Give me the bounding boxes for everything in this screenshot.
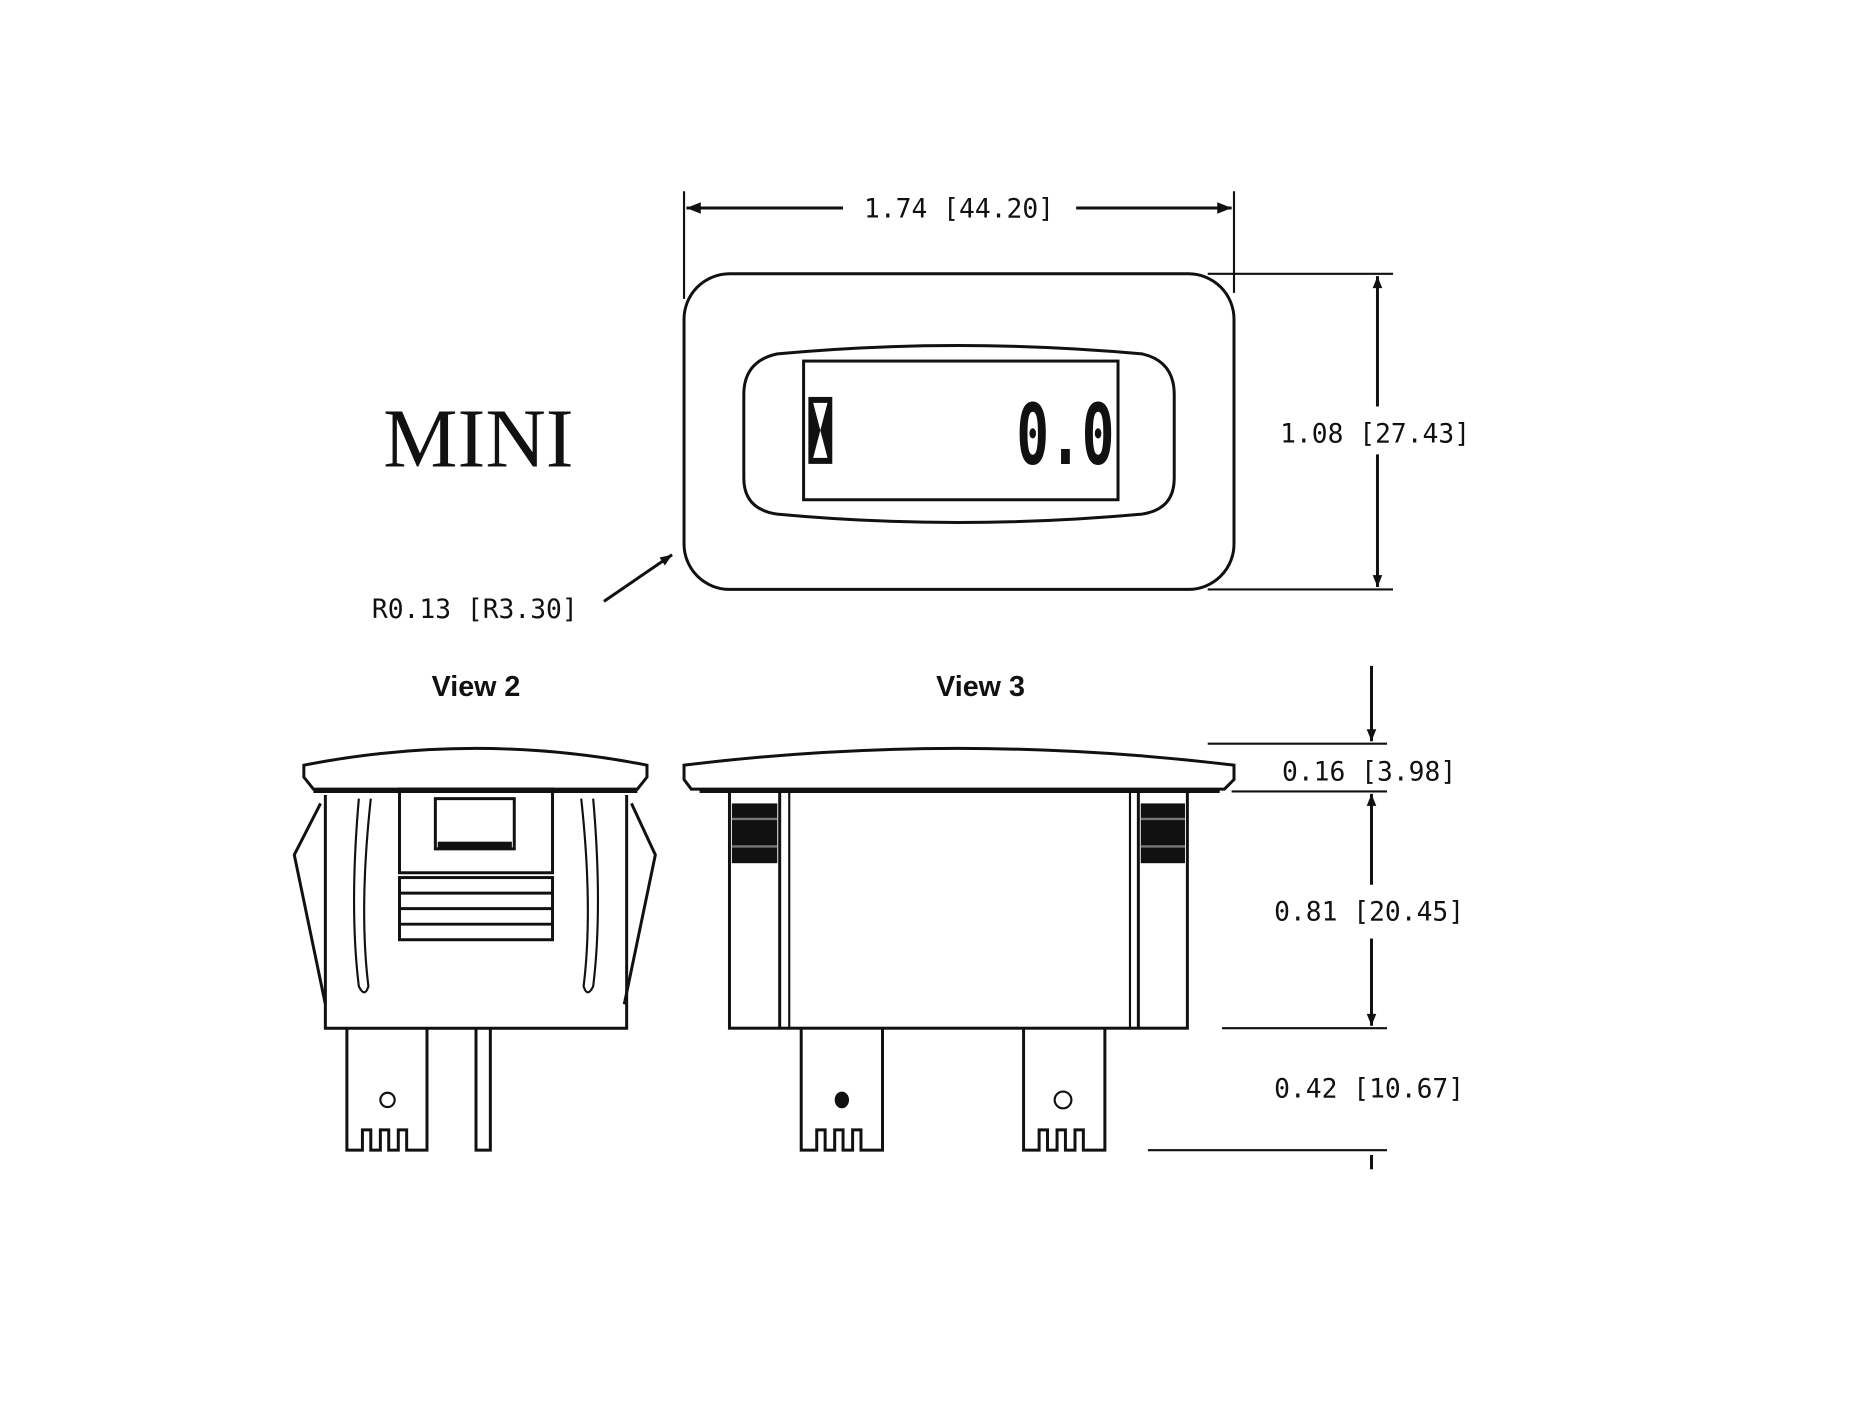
display-window	[742, 344, 1176, 524]
view-2-label: View 2	[432, 671, 521, 703]
width-dimension: 1.74 [44.20]	[864, 195, 1054, 225]
view-3-side-drawing: 0.16 [3.98] 0.81 [20.45] 0.42 [10.67]	[682, 665, 1464, 1170]
height-dimension: 1.08 [27.43]	[1280, 419, 1470, 449]
radius-dimension: R0.13 [R3.30]	[372, 595, 578, 625]
radius-leader-arrow	[603, 553, 673, 603]
terminal-length-dimension: 0.42 [10.67]	[1274, 1075, 1464, 1105]
product-title: MINI	[383, 392, 574, 485]
lcd-readout: 0.0	[1016, 386, 1114, 484]
view-2-side-drawing	[292, 746, 657, 1152]
hourglass-icon	[808, 396, 833, 464]
body-height-dimension: 0.81 [20.45]	[1274, 898, 1464, 928]
view-3-label: View 3	[936, 671, 1025, 703]
bezel-outline	[682, 272, 1236, 591]
top-view: 1.74 [44.20] 0.0 1.08 [27.43] R0.13 [R3.…	[372, 191, 1470, 625]
lcd-panel	[802, 359, 1120, 502]
cap-thickness-dimension: 0.16 [3.98]	[1282, 758, 1456, 788]
